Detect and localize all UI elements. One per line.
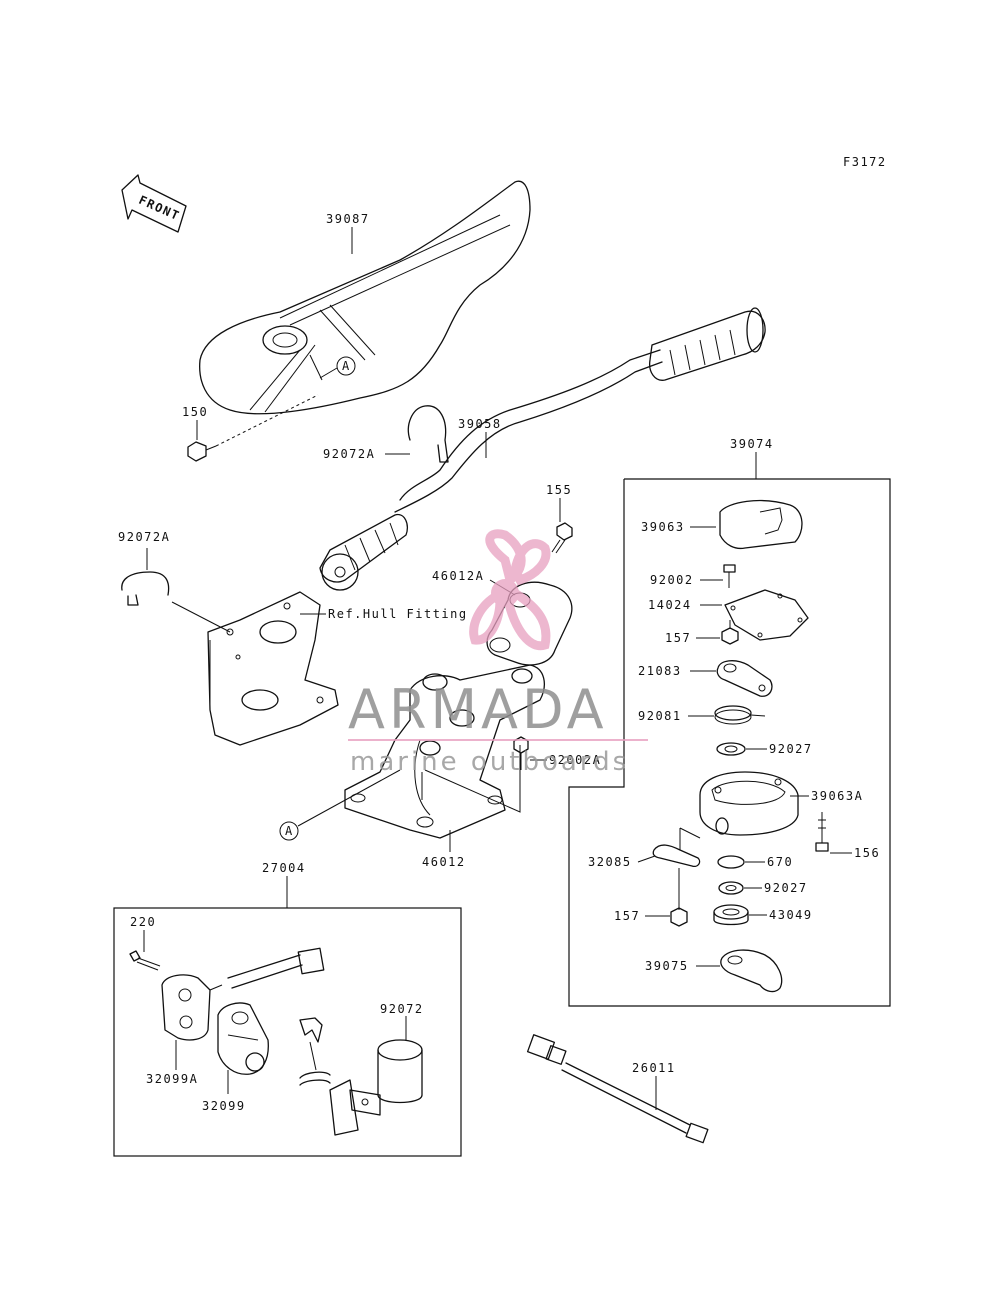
- label-92027-top: 92027: [769, 742, 813, 756]
- switch-housing-32099A: [161, 974, 223, 1041]
- figure-id: F3172: [843, 155, 887, 169]
- cam-32085: [652, 844, 701, 868]
- throttle-cover-39063: [719, 499, 803, 550]
- label-32099A: 32099A: [146, 1072, 198, 1086]
- watermark-tagline: marine outboards: [350, 747, 629, 777]
- label-32085: 32085: [588, 855, 632, 869]
- label-39074: 39074: [730, 437, 774, 451]
- washer-92027-bottom: [718, 881, 744, 895]
- label-46012A: 46012A: [432, 569, 484, 583]
- bolt-155: [551, 522, 573, 554]
- switch-32099: [217, 1002, 269, 1075]
- label-92072A-left: 92072A: [118, 530, 170, 544]
- label-39075: 39075: [645, 959, 689, 973]
- label-92002: 92002: [650, 573, 694, 587]
- label-39087: 39087: [326, 212, 370, 226]
- label-26011: 26011: [632, 1061, 676, 1075]
- label-156: 156: [854, 846, 880, 860]
- handle-pad-39087: [199, 180, 531, 415]
- group-box-27004: [113, 907, 462, 1157]
- lever-21083: [716, 660, 773, 697]
- watermark: ARMADA marine outboards: [348, 529, 648, 777]
- screw-220: [129, 950, 161, 971]
- throttle-housing-39063A: [699, 771, 799, 836]
- label-39063: 39063: [641, 520, 685, 534]
- label-39063A: 39063A: [811, 789, 863, 803]
- bolt-156: [815, 812, 829, 852]
- ref-hull-fitting: Ref.Hull Fitting: [328, 607, 468, 621]
- label-670: 670: [767, 855, 793, 869]
- label-27004: 27004: [262, 861, 306, 875]
- spring-92081: [714, 705, 766, 725]
- label-92027-bottom: 92027: [764, 881, 808, 895]
- marker-a-top: [336, 356, 356, 376]
- front-arrow-icon: FRONT: [121, 174, 187, 233]
- clamp-92072A-top: [407, 405, 449, 463]
- label-14024: 14024: [648, 598, 692, 612]
- propeller-logo-icon: [469, 529, 551, 651]
- label-92072: 92072: [380, 1002, 424, 1016]
- gasket-14024: [724, 589, 809, 641]
- label-92081: 92081: [638, 709, 682, 723]
- clamp-92072: [349, 1039, 423, 1116]
- bolt-150: [187, 394, 319, 462]
- nut-157-top: [721, 620, 739, 645]
- label-92072A-top: 92072A: [323, 447, 375, 461]
- marker-a-bottom: [279, 821, 299, 841]
- screw-92002: [723, 564, 736, 588]
- washer-92027-top: [716, 742, 746, 756]
- front-arrow-label: FRONT: [137, 193, 183, 224]
- label-46012: 46012: [422, 855, 466, 869]
- label-92002A: 92002A: [549, 753, 601, 767]
- bolt-92002A: [513, 736, 529, 770]
- handlebar-39058: [319, 307, 766, 591]
- throttle-lever-39075: [720, 949, 783, 993]
- label-32099: 32099: [202, 1099, 246, 1113]
- oring-670: [717, 855, 745, 869]
- label-21083: 21083: [638, 664, 682, 678]
- label-157-bottom: 157: [614, 909, 640, 923]
- svg-text:A: A: [285, 824, 294, 838]
- label-150: 150: [182, 405, 208, 419]
- cable-26011: [526, 1034, 709, 1144]
- watermark-brand: ARMADA: [348, 678, 608, 741]
- nut-157-bottom: [670, 868, 688, 927]
- switch-cable: [227, 947, 325, 989]
- lanyard-clip: [299, 1017, 359, 1136]
- svg-text:A: A: [342, 359, 351, 373]
- label-220: 220: [130, 915, 156, 929]
- label-155: 155: [546, 483, 572, 497]
- seal-43049: [713, 904, 749, 926]
- label-39058: 39058: [458, 417, 502, 431]
- clamp-92072A-left: [121, 571, 170, 606]
- label-157-top: 157: [665, 631, 691, 645]
- label-43049: 43049: [769, 908, 813, 922]
- hull-fitting-bracket: [207, 591, 339, 746]
- group-box-39074: [568, 478, 891, 1007]
